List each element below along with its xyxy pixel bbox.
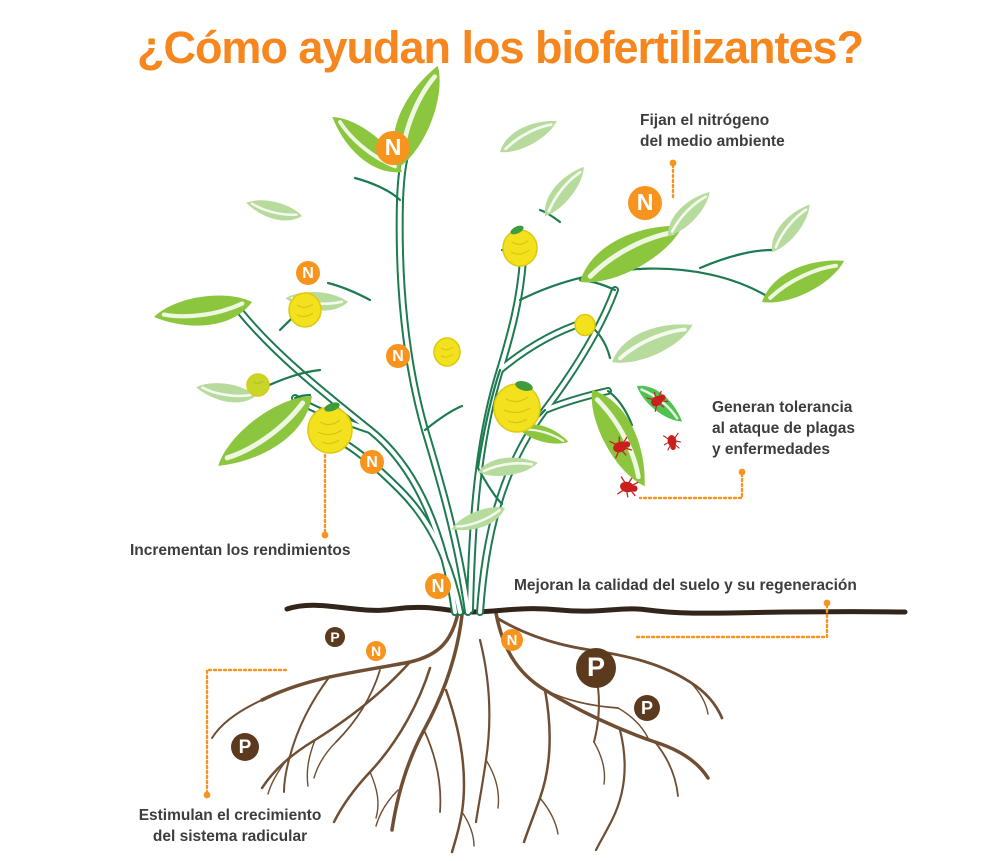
nitrogen-badge: N bbox=[501, 629, 523, 651]
svg-text:N: N bbox=[637, 189, 654, 215]
label-mejoran-suelo: Mejoran la calidad del suelo y su regene… bbox=[514, 575, 857, 596]
connector-fijan bbox=[669, 159, 677, 202]
phosphorus-badge: P bbox=[634, 695, 660, 721]
label-incrementan-rendimientos: Incrementan los rendimientos bbox=[130, 540, 351, 561]
label-fijan-nitrogeno: Fijan el nitrógeno del medio ambiente bbox=[640, 110, 785, 152]
svg-text:P: P bbox=[239, 737, 252, 758]
phosphorus-badge: P bbox=[576, 648, 616, 688]
label-line: y enfermedades bbox=[712, 441, 831, 458]
nitrogen-badge: N bbox=[296, 261, 320, 285]
nitrogen-badge: N bbox=[425, 573, 451, 599]
pest-leaf bbox=[589, 383, 649, 494]
label-line: del medio ambiente bbox=[640, 133, 785, 150]
label-line: Incrementan los rendimientos bbox=[130, 542, 351, 559]
label-line: Fijan el nitrógeno bbox=[640, 112, 770, 129]
trunk-and-branches bbox=[231, 146, 774, 616]
page-title: ¿Cómo ayudan los biofertilizantes? bbox=[136, 22, 864, 73]
svg-text:N: N bbox=[432, 576, 445, 596]
connector-mejoran bbox=[635, 599, 831, 639]
label-line: Estimulan el crecimiento bbox=[138, 807, 322, 824]
svg-text:P: P bbox=[330, 629, 339, 645]
nitrogen-badge: N bbox=[386, 344, 410, 368]
nitrogen-badges: N N N N N N N N bbox=[296, 131, 662, 661]
label-line: al ataque de plagas bbox=[712, 420, 855, 437]
phosphorus-badge: P bbox=[231, 733, 259, 761]
label-line: del sistema radicular bbox=[152, 828, 308, 845]
connector-generan bbox=[638, 468, 746, 500]
svg-text:P: P bbox=[587, 652, 605, 682]
nitrogen-badge: N bbox=[366, 641, 386, 661]
svg-text:P: P bbox=[641, 698, 653, 718]
label-line: Generan tolerancia bbox=[712, 399, 853, 416]
label-line: Mejoran la calidad del suelo y su regene… bbox=[514, 577, 857, 594]
svg-text:N: N bbox=[302, 265, 314, 282]
connector-incrementan bbox=[321, 453, 329, 539]
nitrogen-badge: N bbox=[628, 186, 662, 220]
label-estimulan-radicular: Estimulan el crecimiento del sistema rad… bbox=[118, 805, 342, 847]
svg-text:N: N bbox=[385, 134, 402, 160]
phosphorus-badges: P P P P bbox=[231, 627, 660, 761]
svg-text:N: N bbox=[371, 643, 381, 659]
phosphorus-badge: P bbox=[325, 627, 345, 647]
connector-estimulan bbox=[203, 668, 290, 799]
nitrogen-badge: N bbox=[360, 450, 384, 474]
lemons bbox=[246, 225, 596, 454]
nitrogen-badge: N bbox=[376, 131, 410, 165]
svg-text:N: N bbox=[507, 632, 518, 649]
svg-text:N: N bbox=[392, 348, 404, 365]
annotation-connectors bbox=[203, 159, 831, 799]
label-generan-tolerancia: Generan tolerancia al ataque de plagas y… bbox=[712, 397, 855, 460]
svg-text:N: N bbox=[366, 454, 378, 471]
ground-line bbox=[284, 602, 908, 616]
